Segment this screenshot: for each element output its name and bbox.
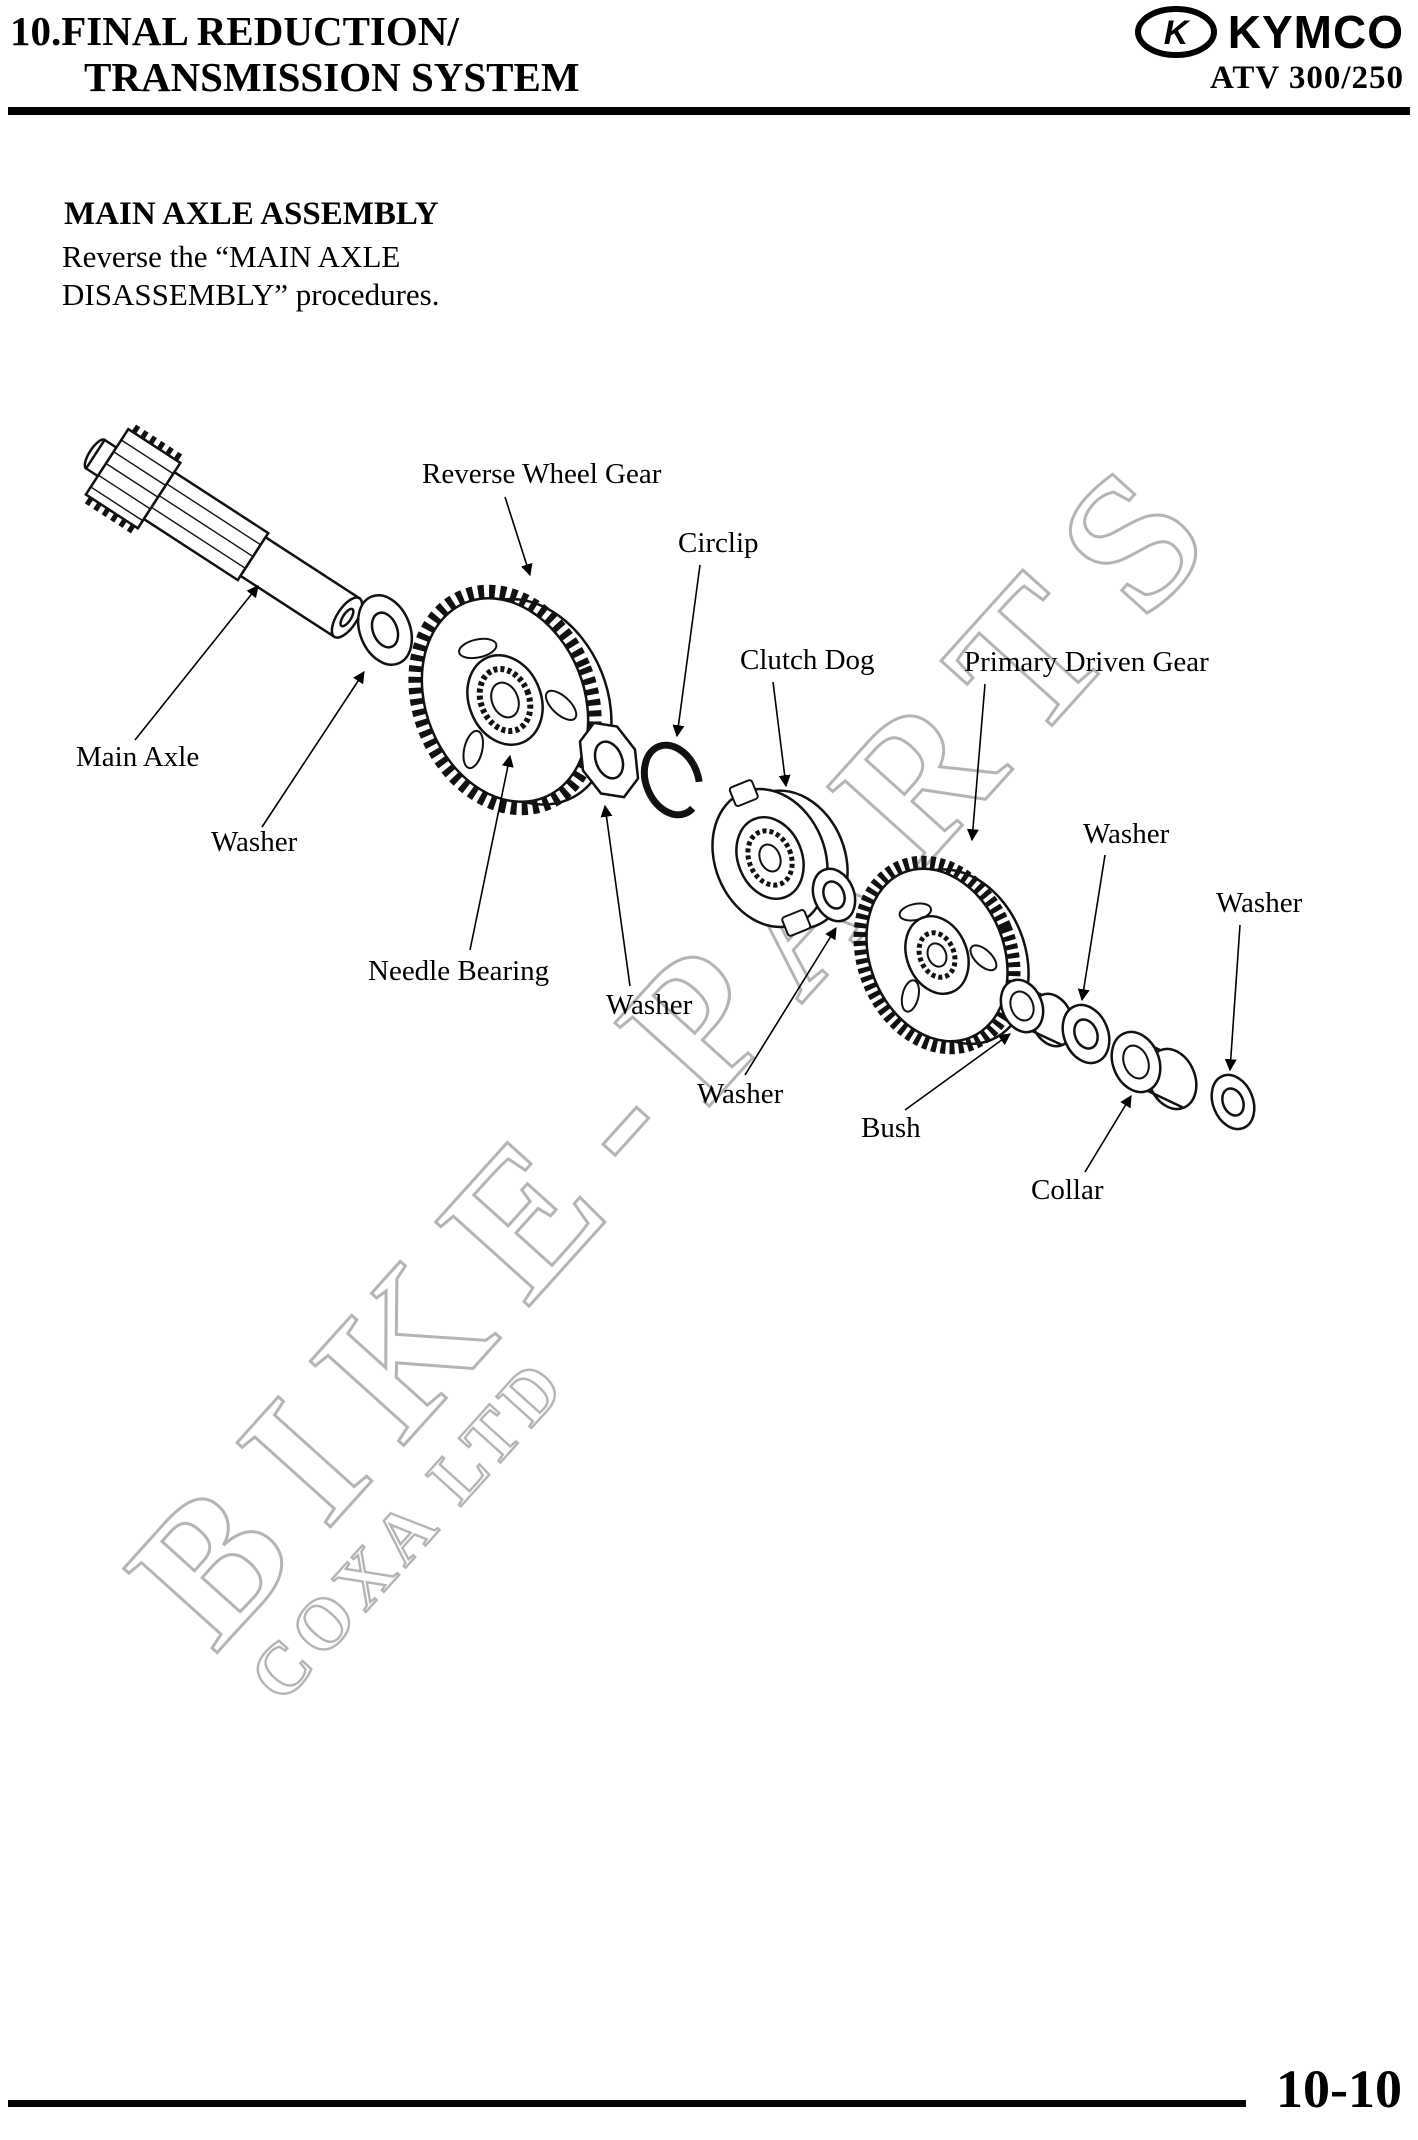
brand-name: KYMCO (1227, 6, 1404, 58)
page-number: 10-10 (1276, 2059, 1402, 2119)
leader-washer-right1 (1077, 854, 1106, 1002)
label-needle-bearing: Needle Bearing (368, 955, 549, 987)
label-washer-right1: Washer (1083, 818, 1170, 850)
section-body-line2: DISASSEMBLY” procedures. (62, 276, 440, 312)
label-circlip: Circlip (678, 527, 759, 559)
leader-main-axle (134, 585, 259, 741)
leader-clutch-dog (772, 681, 791, 788)
leader-bush (904, 1033, 1011, 1111)
washer-mid1-part (578, 721, 640, 799)
leader-collar (1084, 1094, 1132, 1173)
leader-washer-mid1 (600, 804, 631, 987)
model-number: ATV 300/250 (1209, 60, 1404, 96)
chapter-title: 10.FINAL REDUCTION/ TRANSMISSION SYSTEM (10, 8, 580, 101)
label-main-axle: Main Axle (76, 741, 199, 773)
collar-part (1110, 1030, 1198, 1111)
label-primary-driven-gear: Primary Driven Gear (964, 646, 1209, 678)
chapter-title-line2: TRANSMISSION SYSTEM (84, 54, 580, 101)
kymco-logo-monogram: K (1163, 14, 1190, 52)
label-washer-mid1: Washer (606, 989, 693, 1021)
label-washer-right2: Washer (1216, 887, 1303, 919)
washer-left-part (356, 594, 414, 666)
washer-right2-part (1210, 1073, 1256, 1131)
circlip-part (640, 741, 704, 819)
footer-rule (8, 2100, 1246, 2107)
clutch-dog-part (711, 779, 849, 937)
reverse-wheel-gear-part (408, 584, 613, 816)
brand-block: K KYMCO ATV 300/250 (1132, 4, 1404, 97)
leader-washer-mid2 (744, 926, 837, 1076)
leader-circlip (672, 564, 701, 738)
primary-driven-gear-part (853, 855, 1030, 1055)
section-body: Reverse the “MAIN AXLE DISASSEMBLY” proc… (62, 238, 439, 314)
main-axle-part (83, 424, 364, 639)
leader-primary-driven-gear (966, 683, 986, 842)
label-reverse-wheel-gear: Reverse Wheel Gear (422, 458, 662, 490)
washer-mid2-part (811, 867, 857, 923)
leader-needle-bearing (469, 754, 514, 951)
label-bush: Bush (861, 1112, 921, 1144)
header-rule (8, 107, 1410, 115)
needle-bearing-part (476, 665, 534, 735)
label-clutch-dog: Clutch Dog (740, 644, 875, 676)
leader-washer-left (261, 670, 365, 828)
section-body-line1: Reverse the “MAIN AXLE (62, 239, 401, 274)
label-collar: Collar (1031, 1174, 1104, 1206)
kymco-logo-icon: K (1134, 6, 1217, 58)
label-washer-left: Washer (211, 826, 298, 858)
section-title: MAIN AXLE ASSEMBLY (64, 196, 439, 232)
chapter-title-line1: 10.FINAL REDUCTION/ (10, 8, 459, 54)
washer-right1-part (1061, 1003, 1111, 1065)
label-washer-mid2: Washer (697, 1078, 784, 1110)
leader-washer-right2 (1224, 924, 1241, 1072)
leader-reverse-wheel-gear (504, 496, 533, 577)
